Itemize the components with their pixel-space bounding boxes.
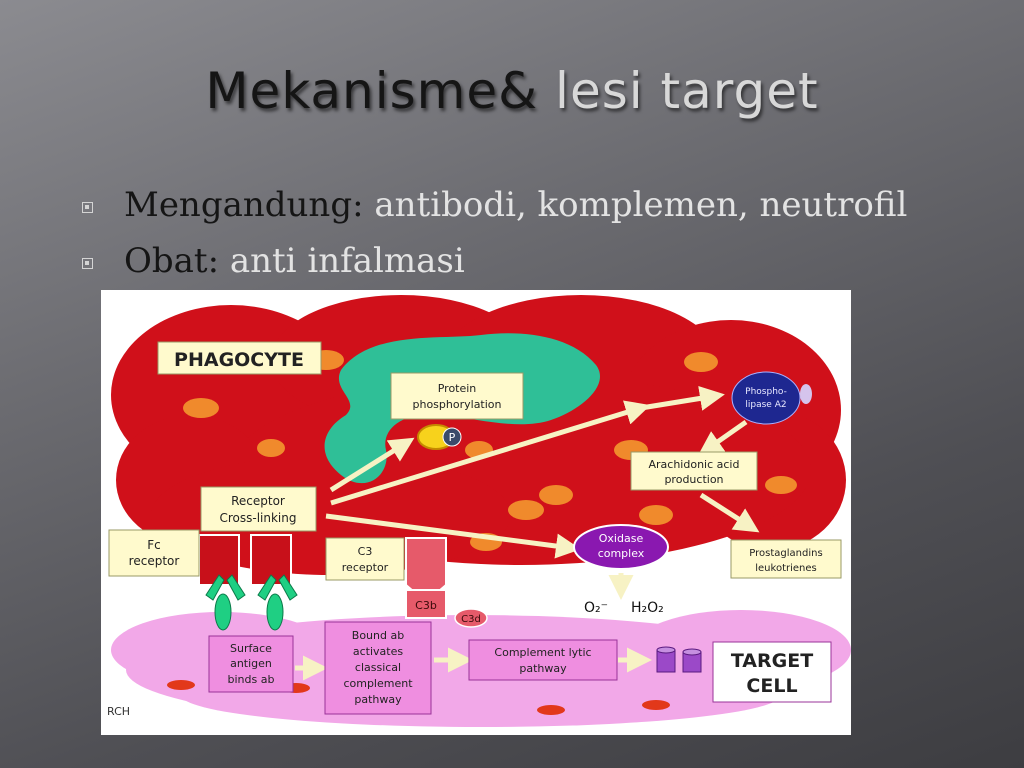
prostaglandins-label-l2: leukotrienes xyxy=(755,563,816,574)
c3-receptor-label-l1: C3 xyxy=(358,545,373,558)
c3d-label: C3d xyxy=(461,614,481,625)
receptor-label-l1: Receptor xyxy=(231,494,285,508)
c3b-label: C3b xyxy=(415,599,437,612)
label-boxes xyxy=(108,341,842,581)
bullet-square-icon xyxy=(82,202,93,213)
phosphorylation-blob: P xyxy=(417,424,462,450)
antibody-shapes xyxy=(205,574,298,631)
superoxide-label: O₂⁻ xyxy=(584,600,608,616)
phospholipase-label-l2: lipase A2 xyxy=(745,400,786,410)
bullet-square-icon xyxy=(82,258,93,269)
bullet-label: Obat: xyxy=(124,241,220,281)
bound-ab-label-l2: activates xyxy=(353,645,403,658)
lytic-pathway-label-l1: Complement lytic xyxy=(494,646,591,659)
pathway-arrows xyxy=(295,386,760,681)
phospholipase-tip xyxy=(800,384,812,404)
bullet-value: anti infalmasi xyxy=(229,241,465,281)
arachidonic-label-l1: Arachidonic acid xyxy=(649,458,740,471)
phagocyte-label: PHAGOCYTE xyxy=(174,349,304,371)
phagocyte-diagram: C3b C3d P Phospho- lipase A2 O xyxy=(101,290,851,735)
c3d-shape xyxy=(454,608,488,628)
oxidase-label-l1: Oxidase xyxy=(599,532,644,545)
target-cell-label-l2: CELL xyxy=(746,675,797,697)
bound-ab-label-l4: complement xyxy=(343,677,413,690)
target-label-boxes xyxy=(208,621,832,715)
hydrogen-peroxide-label: H₂O₂ xyxy=(631,600,664,616)
protein-label-l2: phosphorylation xyxy=(413,398,502,411)
c3b-box xyxy=(405,589,447,619)
protein-label-l1: Protein xyxy=(438,382,477,395)
membrane-pore-icon xyxy=(656,646,702,673)
surface-antigen-label-l3: binds ab xyxy=(228,673,275,686)
target-cell-label-l1: TARGET xyxy=(731,650,813,672)
phospholipase-label-l1: Phospho- xyxy=(745,387,787,397)
bound-ab-label-l3: classical xyxy=(355,661,401,674)
bullet-item: Mengandung: antibodi, komplemen, neutrof… xyxy=(82,185,907,241)
receptor-label-l2: Cross-linking xyxy=(219,511,296,525)
oxidase-node xyxy=(573,524,669,570)
oxidase-label-l2: complex xyxy=(598,547,645,560)
title-part-2: lesi target xyxy=(555,62,819,120)
title-part-1: Mekanisme& xyxy=(205,62,539,120)
prostaglandins-label-l1: Prostaglandins xyxy=(749,548,822,559)
arachidonic-label-l2: production xyxy=(664,473,723,486)
credit-label: RCH xyxy=(107,705,130,718)
bullet-label: Mengandung: xyxy=(124,185,364,225)
surface-antigen-label-l2: antigen xyxy=(230,657,272,670)
fc-receptor-label-l1: Fc xyxy=(147,538,161,552)
phosphate-label: P xyxy=(449,431,456,444)
fc-receptor-label-l2: receptor xyxy=(129,554,180,568)
phosphate-badge xyxy=(442,427,462,447)
surface-antigen-label-l1: Surface xyxy=(230,642,272,655)
c3-receptor-label-l2: receptor xyxy=(342,561,389,574)
bullet-value: antibodi, komplemen, neutrofil xyxy=(374,185,908,225)
lytic-pathway-label-l2: pathway xyxy=(519,662,567,675)
phospholipase-node xyxy=(731,371,801,425)
bound-ab-label-l5: pathway xyxy=(354,693,402,706)
bullet-item: Obat: anti infalmasi xyxy=(82,241,907,297)
bound-ab-label-l1: Bound ab xyxy=(352,629,404,642)
slide-title: Mekanisme& lesi target xyxy=(0,62,1024,120)
bullet-list: Mengandung: antibodi, komplemen, neutrof… xyxy=(82,185,907,297)
